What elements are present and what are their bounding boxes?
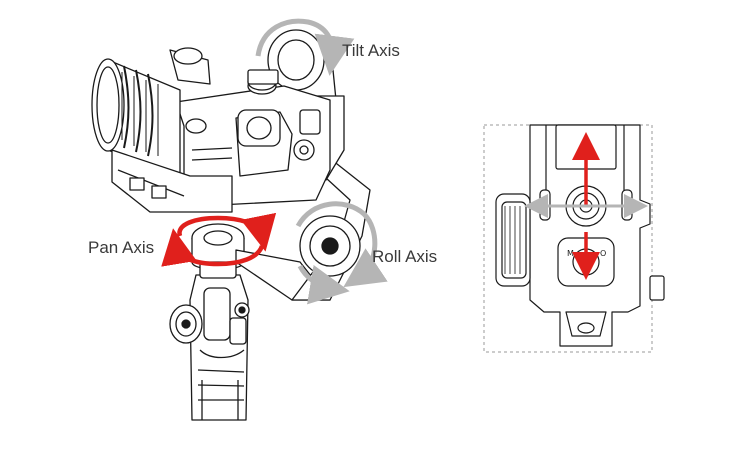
roll-axis-label: Roll Axis xyxy=(372,247,438,266)
roll-motor xyxy=(299,215,361,277)
pan-axis-label: Pan Axis xyxy=(88,238,155,257)
inset-panel: M O xyxy=(483,124,665,353)
gimbal-handle xyxy=(169,274,250,421)
joystick-direction-arrows xyxy=(524,132,648,280)
pan-rotation-arrow xyxy=(177,212,277,252)
tilt-axis-label: Tilt Axis xyxy=(342,41,400,60)
svg-text:O: O xyxy=(600,249,606,258)
quick-release-plate xyxy=(111,149,233,213)
tilt-rotation-arrow xyxy=(255,18,355,76)
gimbal-illustration xyxy=(91,29,371,421)
camera-lens xyxy=(91,47,211,181)
roll-rotation-arrow xyxy=(295,201,388,288)
svg-text:M: M xyxy=(567,249,574,258)
